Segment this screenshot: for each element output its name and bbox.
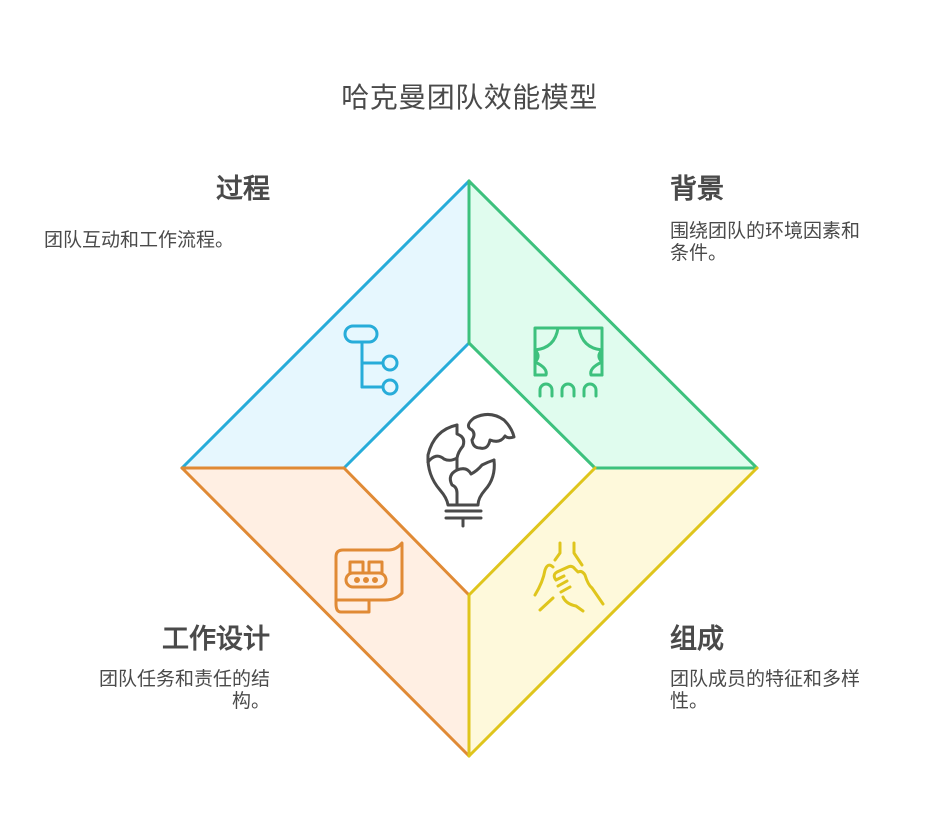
desc-context-line-2: 条件。 — [670, 242, 728, 264]
label-context: 背景 — [670, 174, 724, 205]
desc-job-design-line-1: 团队任务和责任的结 — [98, 668, 270, 690]
desc-composition: 团队成员的特征和多样 性。 — [670, 668, 910, 712]
desc-context-line-1: 围绕团队的环境因素和 — [670, 220, 861, 242]
label-job-design: 工作设计 — [162, 624, 270, 655]
desc-job-design-line-2: 构。 — [231, 690, 270, 712]
desc-context: 围绕团队的环境因素和 条件。 — [670, 220, 910, 264]
lightbulb-puzzle-icon — [426, 413, 516, 528]
flowchart-icon — [343, 324, 399, 396]
desc-composition-line-1: 团队成员的特征和多样 — [670, 668, 861, 690]
label-process: 过程 — [216, 174, 270, 205]
desc-composition-line-2: 性。 — [670, 690, 709, 712]
label-composition: 组成 — [670, 624, 724, 655]
desc-process: 团队互动和工作流程。 — [44, 229, 235, 251]
desc-job-design: 团队任务和责任的结 构。 — [40, 668, 270, 712]
diagram-title: 哈克曼团队效能模型 — [341, 81, 598, 114]
theater-curtain-icon — [533, 326, 604, 398]
conveyor-belt-icon — [334, 541, 404, 614]
stacked-hands-icon — [533, 541, 605, 613]
